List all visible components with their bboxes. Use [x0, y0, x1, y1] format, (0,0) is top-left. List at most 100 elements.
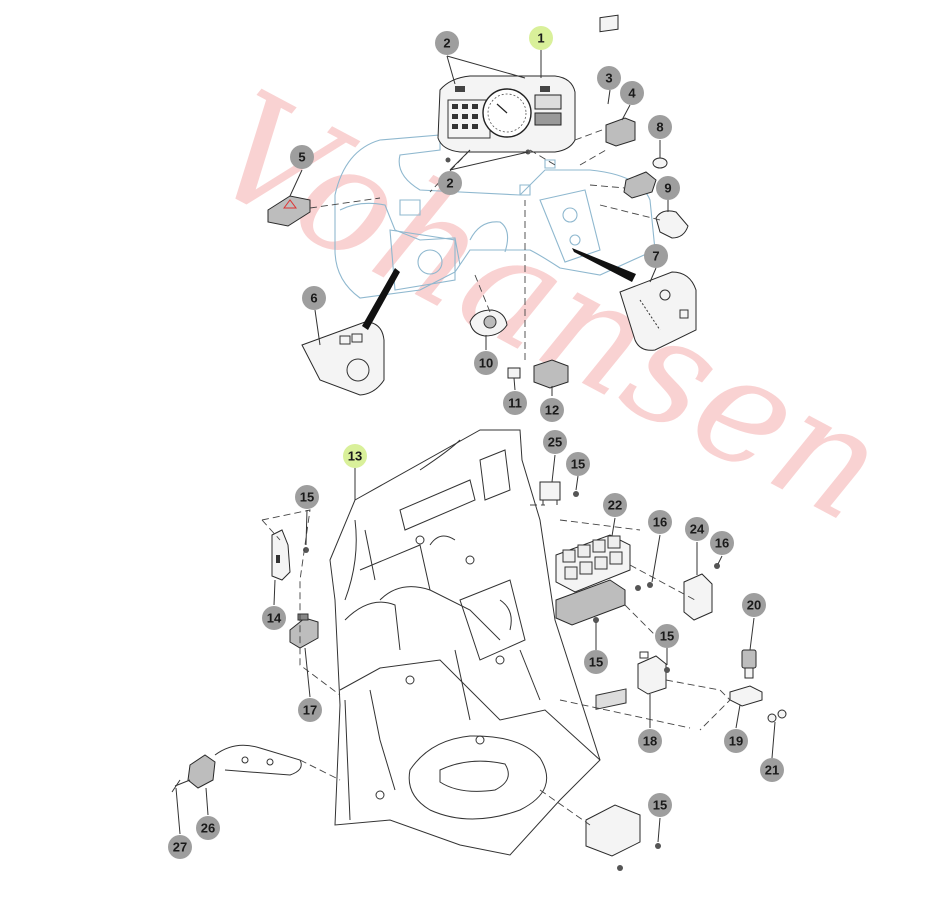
callout-18[interactable]: 18: [638, 729, 662, 753]
callout-circle: [529, 26, 553, 50]
callout-circle: [262, 606, 286, 630]
callout-label: 19: [729, 734, 743, 749]
callout-circle: [438, 171, 462, 195]
bracket-part-14: [271, 529, 291, 581]
dash-frame-assembly: [329, 429, 601, 856]
callout-circle: [710, 531, 734, 555]
callout-1[interactable]: 1: [529, 26, 553, 50]
callout-16-left[interactable]: 16: [648, 510, 672, 534]
callout-11[interactable]: 11: [503, 391, 527, 415]
dashboard-shroud: [334, 134, 656, 299]
instrument-cluster: [437, 75, 576, 153]
callout-label: 13: [348, 449, 362, 464]
callout-circle: [295, 485, 319, 509]
callout-label: 12: [545, 403, 559, 418]
callout-2-top[interactable]: 2: [435, 31, 459, 55]
callout-20[interactable]: 20: [742, 593, 766, 617]
callout-circle: [760, 758, 784, 782]
callout-circle: [302, 286, 326, 310]
callout-9[interactable]: 9: [656, 176, 680, 200]
callout-25[interactable]: 25: [543, 430, 567, 454]
callout-circle: [638, 729, 662, 753]
callout-6[interactable]: 6: [302, 286, 326, 310]
leader-lines: [175, 50, 776, 843]
callout-15-left[interactable]: 15: [295, 485, 319, 509]
callout-label: 6: [310, 291, 317, 306]
callout-label: 15: [589, 655, 603, 670]
callout-label: 26: [201, 821, 215, 836]
callout-10[interactable]: 10: [474, 351, 498, 375]
relay-part-25: [539, 481, 561, 505]
control-panel-part-7: [619, 271, 697, 351]
callout-label: 16: [653, 515, 667, 530]
callout-label: 15: [660, 629, 674, 644]
callout-5[interactable]: 5: [290, 145, 314, 169]
callout-7[interactable]: 7: [644, 244, 668, 268]
callout-label: 4: [628, 86, 636, 101]
switch-part-17: [289, 613, 319, 649]
callout-2-bottom[interactable]: 2: [438, 171, 462, 195]
callout-circle: [655, 624, 679, 648]
pedal-sensor-parts-26-27: [171, 744, 302, 793]
callout-circle: [343, 444, 367, 468]
callout-label: 15: [300, 490, 314, 505]
callout-circle: [540, 398, 564, 422]
callout-circle: [656, 176, 680, 200]
callout-circle: [620, 81, 644, 105]
switch-parts-3-4: [599, 14, 636, 147]
callout-27[interactable]: 27: [168, 835, 192, 859]
callout-15-bottom[interactable]: 15: [648, 793, 672, 817]
callout-label: 16: [715, 536, 729, 551]
callout-label: 20: [747, 598, 761, 613]
callout-circle: [648, 510, 672, 534]
callout-circle: [584, 650, 608, 674]
callout-15-mid-right[interactable]: 15: [655, 624, 679, 648]
callout-label: 17: [303, 703, 317, 718]
callout-13[interactable]: 13: [343, 444, 367, 468]
callout-circle: [648, 793, 672, 817]
callout-26[interactable]: 26: [196, 816, 220, 840]
callout-label: 9: [664, 181, 671, 196]
connection-lines-lower: [261, 504, 731, 826]
callout-label: 7: [652, 249, 659, 264]
key-switch-part-10: [469, 309, 508, 337]
callout-12[interactable]: 12: [540, 398, 564, 422]
callout-label: 2: [443, 36, 450, 51]
callout-circle: [435, 31, 459, 55]
callout-8[interactable]: 8: [648, 115, 672, 139]
callout-label: 27: [173, 840, 187, 855]
callout-circle: [644, 244, 668, 268]
callout-17[interactable]: 17: [298, 698, 322, 722]
callout-circle: [742, 593, 766, 617]
callout-24[interactable]: 24: [685, 517, 709, 541]
callout-15-upper[interactable]: 15: [566, 452, 590, 476]
callout-label: 15: [571, 457, 585, 472]
callout-label: 2: [446, 176, 453, 191]
callout-label: 11: [508, 396, 522, 411]
callout-4[interactable]: 4: [620, 81, 644, 105]
callout-label: 21: [765, 763, 779, 778]
callout-3[interactable]: 3: [597, 66, 621, 90]
callout-22[interactable]: 22: [603, 493, 627, 517]
relay-part-18: [637, 651, 667, 695]
callout-label: 24: [690, 522, 705, 537]
callout-14[interactable]: 14: [262, 606, 286, 630]
callout-circle: [597, 66, 621, 90]
callout-label: 1: [537, 31, 544, 46]
leader-arrow-7: [572, 248, 636, 282]
callout-circle: [603, 493, 627, 517]
callout-label: 18: [643, 734, 657, 749]
callout-label: 10: [479, 356, 493, 371]
callout-label: 25: [548, 435, 562, 450]
callout-circle: [685, 517, 709, 541]
callout-16-right[interactable]: 16: [710, 531, 734, 555]
callout-circle: [298, 698, 322, 722]
callout-circle: [290, 145, 314, 169]
sensor-parts-19-20-21: [729, 649, 787, 723]
callout-21[interactable]: 21: [760, 758, 784, 782]
callout-circle: [566, 452, 590, 476]
callout-15-mid[interactable]: 15: [584, 650, 608, 674]
callout-circle: [543, 430, 567, 454]
callout-19[interactable]: 19: [724, 729, 748, 753]
